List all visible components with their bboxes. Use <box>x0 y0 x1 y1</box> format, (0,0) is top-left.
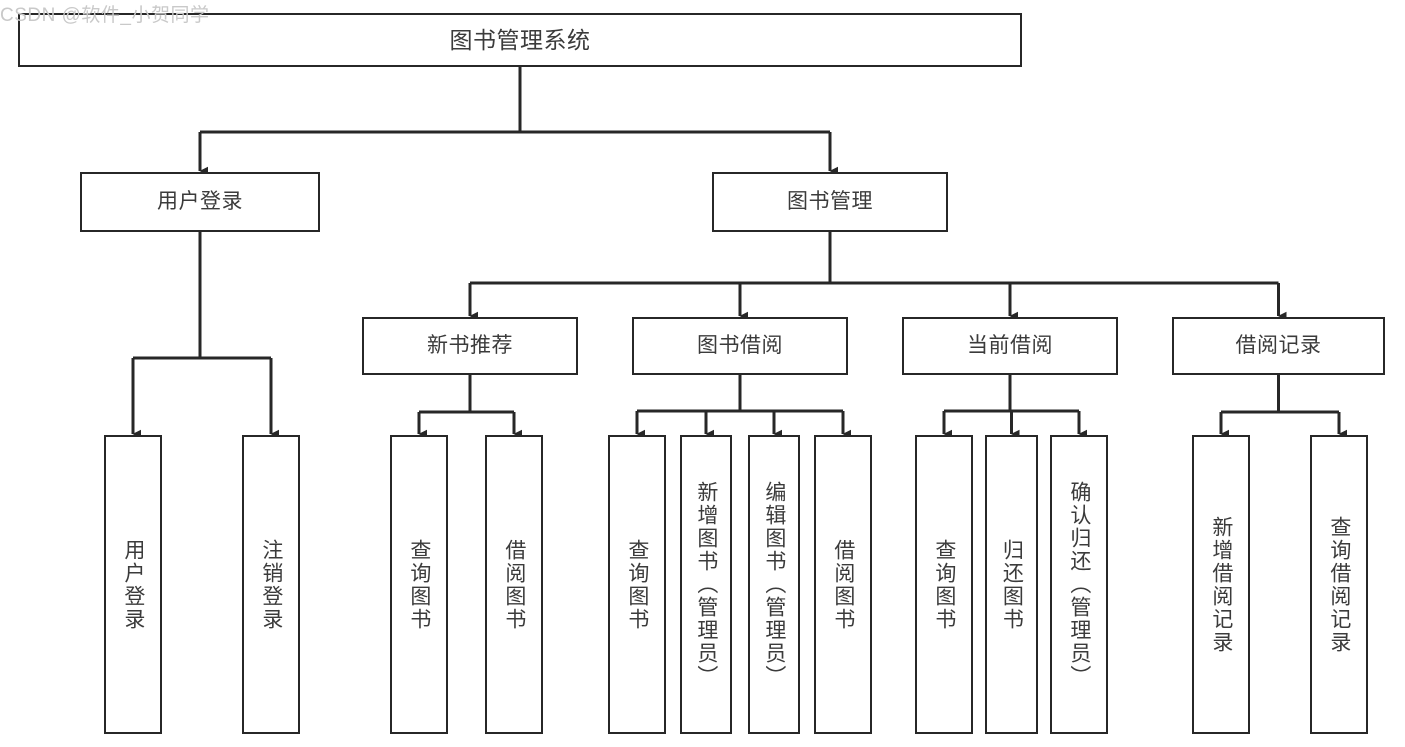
node-root[interactable]: 图书管理系统 <box>18 13 1022 67</box>
node-label: 当前借阅 <box>967 333 1053 357</box>
node-leaf-user-logout[interactable]: 注销登录 <box>242 435 300 734</box>
watermark: CSDN @软件_小贺同学 <box>0 5 210 26</box>
node-borrow-record[interactable]: 借阅记录 <box>1172 317 1385 375</box>
node-leaf-return-book[interactable]: 归还图书 <box>985 435 1038 734</box>
node-label: 注销登录 <box>259 538 283 631</box>
node-label: 查询借阅记录 <box>1327 515 1351 654</box>
node-leaf-add-book[interactable]: 新增图书（管理员） <box>680 435 732 734</box>
node-label: 查询图书 <box>932 538 956 631</box>
node-current-borrow[interactable]: 当前借阅 <box>902 317 1118 375</box>
node-leaf-borrow-book-2[interactable]: 借阅图书 <box>814 435 872 734</box>
node-label: 借阅记录 <box>1235 333 1322 357</box>
node-leaf-query-book-1[interactable]: 查询图书 <box>390 435 448 734</box>
node-label: 新增图书（管理员） <box>694 481 718 688</box>
node-label: 借阅图书 <box>831 538 855 631</box>
node-leaf-query-record[interactable]: 查询借阅记录 <box>1310 435 1368 734</box>
node-label: 归还图书 <box>1000 538 1024 631</box>
node-book-manage[interactable]: 图书管理 <box>712 172 948 232</box>
node-leaf-query-book-3[interactable]: 查询图书 <box>915 435 973 734</box>
node-label: 查询图书 <box>407 538 431 631</box>
node-new-book-rec[interactable]: 新书推荐 <box>362 317 578 375</box>
node-label: 确认归还（管理员） <box>1067 481 1091 688</box>
node-label: 图书借阅 <box>697 333 783 357</box>
node-leaf-user-login[interactable]: 用户登录 <box>104 435 162 734</box>
node-leaf-add-record[interactable]: 新增借阅记录 <box>1192 435 1250 734</box>
node-book-borrow[interactable]: 图书借阅 <box>632 317 848 375</box>
node-user-login[interactable]: 用户登录 <box>80 172 320 232</box>
node-label: 新增借阅记录 <box>1209 515 1233 654</box>
node-leaf-confirm-return[interactable]: 确认归还（管理员） <box>1050 435 1108 734</box>
node-label: 查询图书 <box>625 538 649 631</box>
node-label: 图书管理 <box>787 189 873 213</box>
node-label: 图书管理系统 <box>449 26 591 53</box>
node-leaf-edit-book[interactable]: 编辑图书（管理员） <box>748 435 800 734</box>
node-label: 用户登录 <box>121 538 145 631</box>
node-label: 编辑图书（管理员） <box>762 481 786 688</box>
node-leaf-query-book-2[interactable]: 查询图书 <box>608 435 666 734</box>
node-label: 借阅图书 <box>502 538 526 631</box>
node-label: 用户登录 <box>157 189 243 213</box>
node-leaf-borrow-book-1[interactable]: 借阅图书 <box>485 435 543 734</box>
node-label: 新书推荐 <box>427 333 513 357</box>
